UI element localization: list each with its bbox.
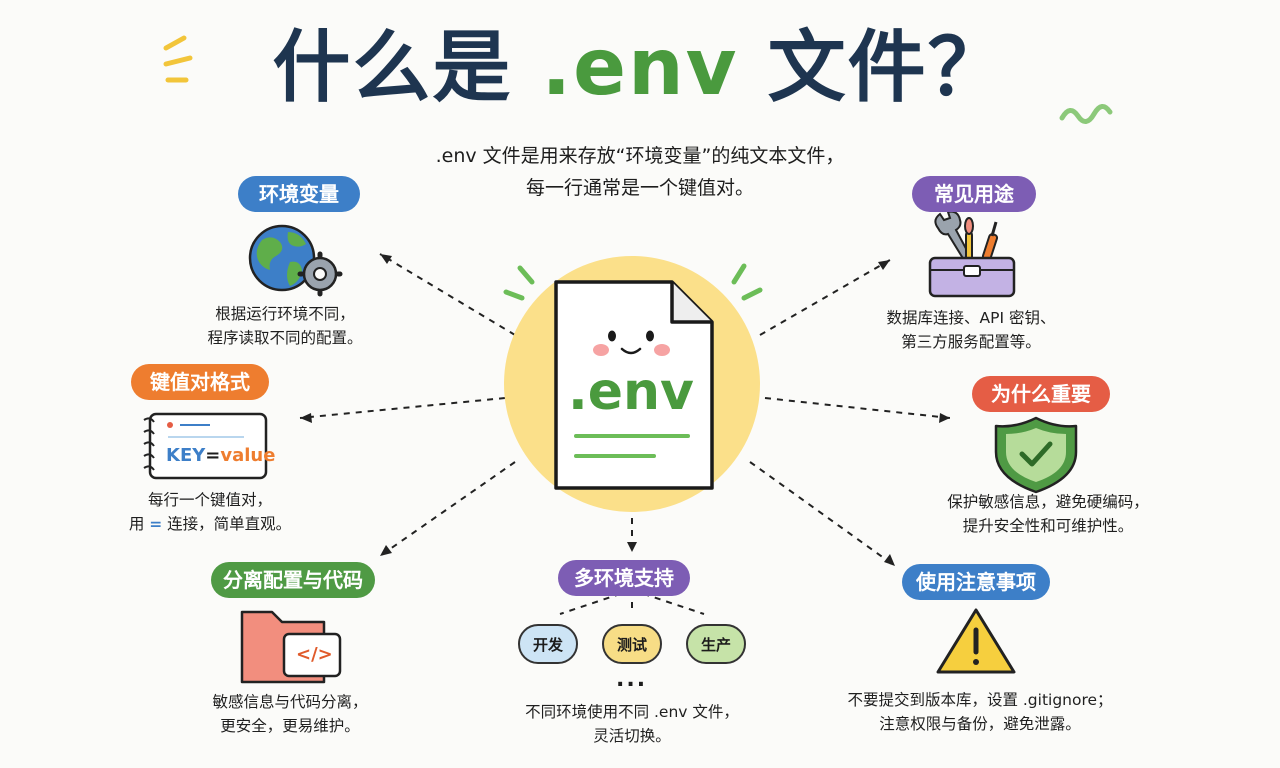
node-env-vars-desc: 根据运行环境不同， 程序读取不同的配置。 [180,302,390,350]
connector-arrowheads [300,254,950,566]
intro-line-2: 每一行通常是一个键值对。 [525,177,754,199]
node-multi-env-desc-2: 灵活切换。 [593,727,671,745]
globe-gear-icon [248,224,343,297]
node-usage-label: 常见用途 [912,176,1036,212]
warning-icon [936,608,1016,674]
env-prod-cloud: 生产 [686,624,746,664]
node-multi-env-desc: 不同环境使用不同 .env 文件， 灵活切换。 [482,700,782,748]
notepad-key: KEY [166,445,206,466]
node-multi-env-label: 多环境支持 [558,560,690,596]
node-key-value-desc: 每行一个键值对， 用 = 连接，简单直观。 [110,488,310,536]
env-more-dots: ... [616,667,648,692]
node-key-value-desc-2-pre: 用 [128,515,150,533]
node-multi-env-desc-1: 不同环境使用不同 .env 文件， [525,703,739,721]
shield-check-icon [994,416,1078,494]
node-key-value-desc-2: 用 = 连接，简单直观。 [110,512,310,536]
node-cautions-label: 使用注意事项 [902,564,1050,600]
node-usage-desc-2: 第三方服务配置等。 [901,333,1041,351]
node-separate-desc-2: 更安全，更易维护。 [220,717,360,735]
node-separate-desc: 敏感信息与代码分离， 更安全，更易维护。 [180,690,400,738]
node-env-vars-desc-2: 程序读取不同的配置。 [207,329,363,347]
intro-text: .env 文件是用来存放“环境变量”的纯文本文件， 每一行通常是一个键值对。 [340,140,940,204]
title-spark-left-icon [163,35,193,83]
node-key-value-label: 键值对格式 [131,364,269,400]
notepad-key-value-text: KEY=value [166,445,275,466]
title-squiggle-icon [1059,104,1113,124]
notepad-eq: = [205,445,221,466]
node-separate-label: 分离配置与代码 [211,562,375,598]
intro-line-1: .env 文件是用来存放“环境变量”的纯文本文件， [435,145,845,167]
node-importance-desc-2: 提升安全性和可维护性。 [962,517,1134,535]
node-key-value-desc-2-eq: = [149,515,163,533]
folder-code-icon [240,610,342,684]
env-test-cloud: 测试 [602,624,662,664]
node-env-vars-label: 环境变量 [238,176,360,212]
node-separate-desc-1: 敏感信息与代码分离， [212,693,368,711]
env-dev-cloud: 开发 [518,624,578,664]
node-importance-desc: 保护敏感信息，避免硬编码， 提升安全性和可维护性。 [918,490,1178,538]
notepad-value: value [220,445,276,466]
node-cautions-desc: 不要提交到版本库，设置 .gitignore； 注意权限与备份，避免泄露。 [820,688,1140,736]
node-key-value-desc-1: 每行一个键值对， [147,491,272,509]
node-cautions-desc-2: 注意权限与备份，避免泄露。 [879,715,1081,733]
document-face-icon [554,280,714,490]
title-accent: .env [541,23,739,113]
center-spark-icon [503,263,763,301]
page-title: 什么是 .env 文件？ [0,18,1280,118]
title-part1: 什么是 [272,23,542,113]
center-file-label: .env [568,362,694,422]
node-key-value-desc-2-post: 连接，简单直观。 [162,515,292,533]
node-cautions-desc-1: 不要提交到版本库，设置 .gitignore； [847,691,1113,709]
node-usage-desc-1: 数据库连接、API 密钥、 [886,309,1056,327]
notepad-icon [143,412,268,480]
title-part2: 文件？ [738,23,1008,113]
toolbox-icon [928,210,1016,298]
node-importance-desc-1: 保护敏感信息，避免硬编码， [947,493,1149,511]
node-usage-desc: 数据库连接、API 密钥、 第三方服务配置等。 [856,306,1086,354]
node-env-vars-desc-1: 根据运行环境不同， [215,305,355,323]
folder-code-tag: </> [296,644,333,665]
node-importance-label: 为什么重要 [972,376,1110,412]
